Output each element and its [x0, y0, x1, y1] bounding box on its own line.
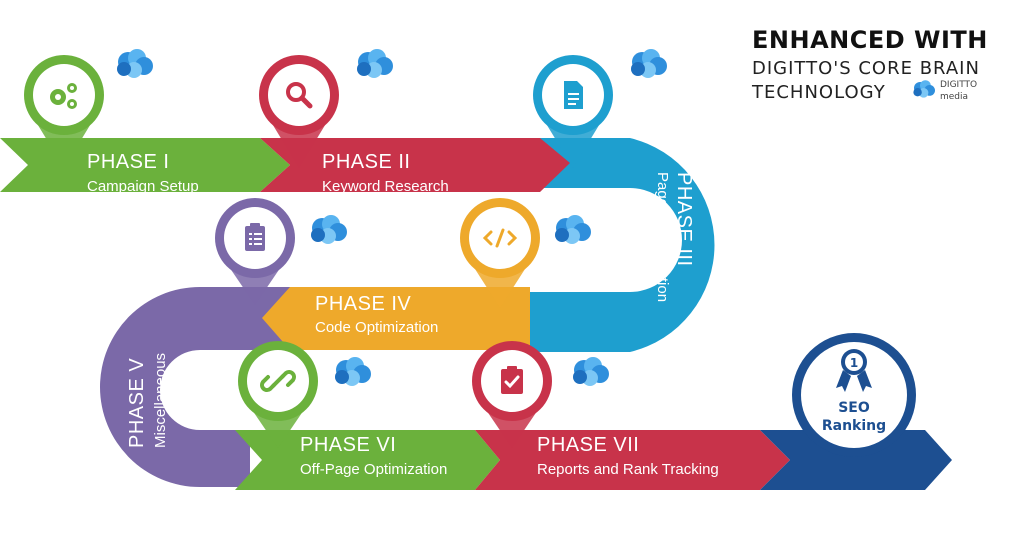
phase-1-title: PHASE I	[87, 151, 169, 173]
phase-5-subtitle: Miscellaneous	[152, 353, 169, 448]
brain-icon	[335, 357, 371, 386]
logo-name: DIGITTO	[940, 80, 978, 90]
code-icon	[482, 228, 518, 248]
phase-6-subtitle: Off-Page Optimization	[300, 461, 447, 478]
phase-3-subtitle: Pages Optimization	[654, 172, 671, 302]
goal-line-1: SEO	[838, 400, 870, 416]
heading-line-2: TECHNOLOGY	[752, 82, 886, 103]
brain-icon	[117, 49, 153, 78]
brain-icon	[555, 215, 591, 244]
phase-6-pin	[238, 341, 318, 448]
phase-7-pin	[472, 341, 552, 448]
heading-line-1: DIGITTO'S CORE BRAIN	[752, 58, 980, 79]
phase-7-subtitle: Reports and Rank Tracking	[537, 461, 719, 478]
goal-line-2: Ranking	[822, 418, 886, 434]
phase-1-pin	[24, 55, 104, 168]
phase-2-subtitle: Keyword Research	[322, 178, 449, 195]
phase-3-title: PHASE III	[673, 172, 695, 267]
gears-icon	[50, 83, 77, 109]
phase-6-road	[235, 430, 500, 490]
logo-sub: media	[940, 92, 969, 102]
phase-4-road	[262, 287, 530, 350]
phase-7-road	[475, 430, 790, 490]
link-icon	[260, 370, 296, 392]
search-icon	[286, 82, 313, 109]
goal-road	[760, 430, 952, 490]
phase-4-subtitle: Code Optimization	[315, 319, 438, 336]
brain-icon	[311, 215, 347, 244]
phase-1-subtitle: Campaign Setup	[87, 178, 199, 195]
clipboard-check-icon	[501, 366, 523, 394]
phase-5-pin	[215, 198, 295, 305]
phase-2-title: PHASE II	[322, 151, 410, 173]
phase-3-road	[520, 138, 715, 352]
medal-number: 1	[850, 356, 858, 370]
brain-icons	[117, 49, 935, 386]
phase-2-road	[260, 138, 570, 192]
brain-icon	[573, 357, 609, 386]
phase-2-pin	[259, 55, 339, 168]
document-icon	[564, 81, 583, 109]
phase-4-title: PHASE IV	[315, 293, 411, 315]
phase-5-title: PHASE V	[126, 358, 148, 448]
phase-3-pin	[533, 55, 613, 168]
medal-icon: 1	[836, 349, 872, 392]
brain-icon	[913, 80, 935, 98]
brain-icon	[631, 49, 667, 78]
phase-4-pin	[460, 198, 540, 308]
heading-title: ENHANCED WITH	[752, 26, 988, 54]
brain-icon	[357, 49, 393, 78]
phase-7-title: PHASE VII	[537, 434, 639, 456]
seo-ranking-badge: 1 SEO Ranking	[792, 333, 916, 457]
clipboard-icon	[245, 223, 265, 251]
phase-6-title: PHASE VI	[300, 434, 396, 456]
